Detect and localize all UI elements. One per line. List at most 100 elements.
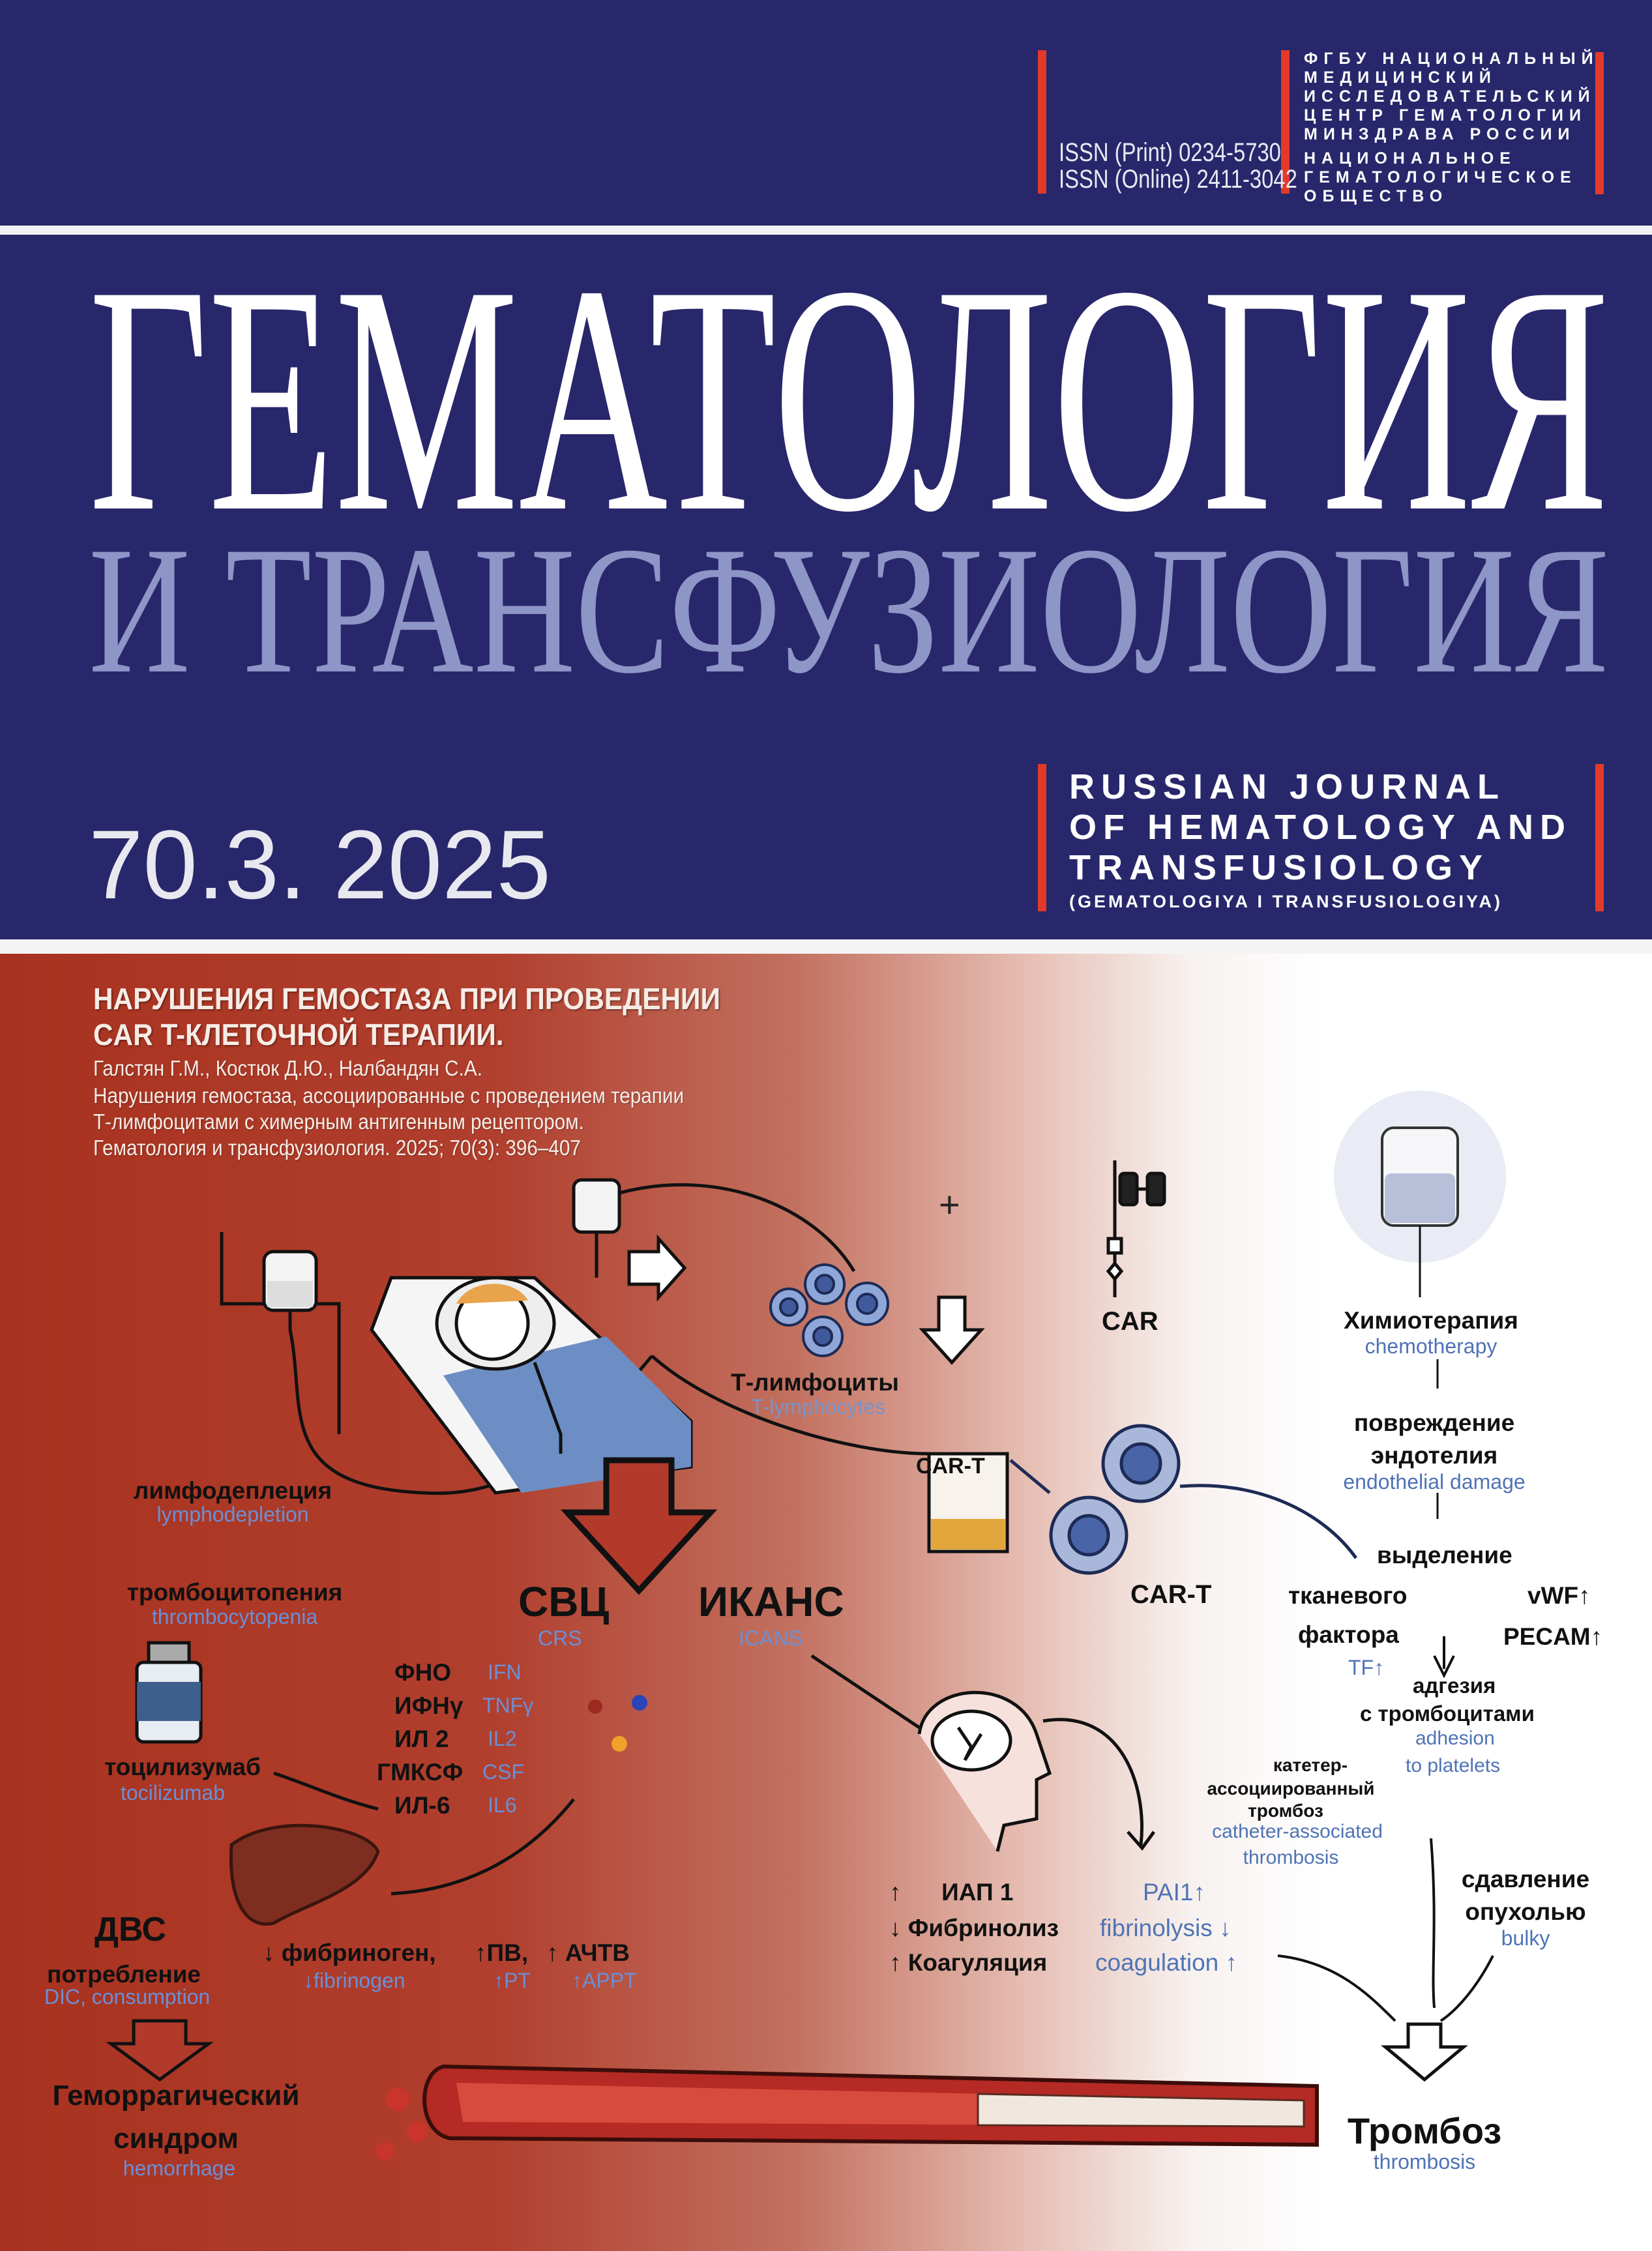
aptt-label: ↑ АЧТВ [546, 1939, 630, 1966]
patient-in-bed-illustration [370, 1276, 693, 1495]
masthead-band [0, 0, 1652, 939]
lymphodepletion-en: lymphodepletion [156, 1503, 309, 1526]
endothelial-damage-label: повреждение [1353, 1409, 1515, 1436]
thrombocytopenia-label: тромбоцитопения [126, 1579, 343, 1606]
cytokine-dot [612, 1736, 627, 1752]
car-t-cells [1009, 1424, 1358, 1575]
lymphodepletion-label: лимфодеплеция [133, 1477, 332, 1504]
tocilizumab-bottle-icon [135, 1641, 379, 1811]
cytokine-ru: ФНО [394, 1659, 452, 1686]
english-title-transliteration: (GEMATOLOGIYA I TRANSFUSIOLOGIYA) [1069, 892, 1503, 911]
fibrinolysis-label: ↓ Фибринолиз [889, 1915, 1059, 1941]
pai-label: ↑ ИАП 1 [889, 1879, 1014, 1905]
vwf-label: vWF↑ [1527, 1582, 1591, 1609]
chemotherapy-label: Химиотерапия [1344, 1307, 1518, 1334]
pai-en: PAI1↑ [1143, 1879, 1205, 1905]
hemorrhage-label: синдром [113, 2123, 239, 2155]
tissue-factor-label: фактора [1298, 1621, 1399, 1648]
coagulation-en: coagulation ↑ [1095, 1949, 1238, 1976]
cytokine-dot [632, 1695, 647, 1711]
journal-title-line2: И ТРАНСФУЗИОЛОГИЯ [89, 508, 1609, 711]
adhesion-label: с тромбоцитами [1360, 1701, 1535, 1726]
accent-bar [1038, 50, 1046, 194]
tissue-factor-label: выделение [1377, 1542, 1512, 1568]
article-citation-line: Нарушения гемостаза, ассоциированные с п… [93, 1083, 685, 1108]
dic-label: ДВС [94, 1911, 167, 1949]
publisher-line: ФГБУ НАЦИОНАЛЬНЫЙ [1304, 50, 1599, 68]
t-lymphocytes-en: T-lymphocytes [750, 1395, 886, 1419]
coagulation-label: ↑ Коагуляция [889, 1949, 1048, 1976]
publisher-line: ЦЕНТР ГЕМАТОЛОГИИ [1304, 106, 1587, 125]
bulky-label: опухолью [1465, 1898, 1586, 1925]
brain-head-icon [810, 1654, 1156, 1852]
issn-print: ISSN (Print) 0234-5730 [1059, 138, 1281, 167]
cytokine-ru: ГМКСФ [377, 1759, 464, 1786]
article-citation-line: Гематология и трансфузиология. 2025; 70(… [93, 1136, 581, 1160]
cytokine-dot [588, 1699, 602, 1714]
pecam-label: PECAM↑ [1503, 1623, 1603, 1650]
thrombosis-en: thrombosis [1373, 2150, 1476, 2173]
icans-en: ICANS [739, 1626, 803, 1650]
crs-en: CRS [538, 1626, 582, 1650]
english-title-line: RUSSIAN JOURNAL [1069, 767, 1506, 806]
liver-icon [229, 1823, 380, 1926]
t-lymphocytes-label: Т-лимфоциты [731, 1369, 899, 1396]
aptt-en: ↑APPT [572, 1969, 637, 1992]
society-line: ОБЩЕСТВО [1304, 187, 1449, 205]
crs-label: СВЦ [518, 1578, 610, 1625]
accent-bar [1281, 50, 1290, 194]
t-lymphocyte-cells [769, 1263, 889, 1357]
catheter-thrombosis-label: катетер- [1273, 1755, 1348, 1775]
hemorrhage-label: Геморрагический [52, 2080, 300, 2111]
thrombosis-label: Тромбоз [1347, 2110, 1502, 2151]
endothelial-damage-en: endothelial damage [1343, 1470, 1526, 1493]
cytokine-ru: ИЛ-6 [394, 1792, 450, 1819]
accent-bar [1038, 764, 1046, 911]
article-title-line: CAR T-КЛЕТОЧНОЙ ТЕРАПИИ. [93, 1018, 504, 1052]
car-construct-icon [1106, 1160, 1166, 1297]
journal-title-line1: ГЕМАТОЛОГИЯ [89, 218, 1609, 580]
pt-en: ↑PT [494, 1969, 531, 1992]
fibrinogen-en: ↓fibrinogen [303, 1969, 406, 1992]
tocilizumab-label: тоцилизумаб [104, 1754, 261, 1780]
accent-bar [1595, 764, 1604, 911]
fibrinolysis-en: fibrinolysis ↓ [1100, 1915, 1232, 1941]
car-t-label: CAR-T [1130, 1580, 1212, 1609]
cytokine-ru: ИЛ 2 [394, 1726, 449, 1752]
catheter-thrombosis-label: ассоциированный [1207, 1778, 1375, 1799]
article-authors: Галстян Г.М., Костюк Д.Ю., Налбандян С.А… [93, 1056, 482, 1080]
english-title-line: TRANSFUSIOLOGY [1069, 848, 1490, 887]
adhesion-en: to platelets [1406, 1755, 1501, 1776]
cytokine-en: IL6 [488, 1793, 517, 1817]
arrow-right-icon [627, 1234, 687, 1302]
masthead-title: ГЕМАТОЛОГИЯ И ТРАНСФУЗИОЛОГИЯ [89, 218, 1609, 711]
arrow-down-icon [106, 2019, 214, 2082]
bulky-label: сдавление [1461, 1866, 1590, 1892]
english-title-line: OF HEMATOLOGY AND [1069, 808, 1572, 847]
article-citation-line: Т-лимфоцитами с химерным антигенным реце… [93, 1110, 584, 1134]
endothelial-damage-label: эндотелия [1370, 1442, 1498, 1469]
divider [0, 939, 1652, 954]
publisher-line: МИНЗДРАВА РОССИИ [1304, 125, 1576, 143]
consumption-label: потребление [46, 1961, 201, 1988]
car-t-bag-icon [651, 1355, 1009, 1553]
arrow-down-icon [1381, 2022, 1468, 2082]
flow-arrow [391, 1798, 575, 1896]
tocilizumab-en: tocilizumab [120, 1781, 226, 1804]
cytokine-ru: ИФНγ [394, 1692, 464, 1719]
bulky-en: bulky [1501, 1926, 1550, 1950]
article-title-line: НАРУШЕНИЯ ГЕМОСТАЗА ПРИ ПРОВЕДЕНИИ [93, 982, 720, 1016]
arrow-down-icon [560, 1457, 718, 1595]
catheter-thrombosis-label: тромбоз [1248, 1801, 1323, 1821]
issue-number: 70.3. 2025 [89, 810, 551, 919]
flow-arrow [595, 1183, 856, 1278]
catheter-thrombosis-en: catheter-associated [1212, 1821, 1383, 1842]
cytokine-en: IFN [488, 1660, 522, 1684]
divider [0, 226, 1652, 235]
catheter-thrombosis-en: thrombosis [1243, 1847, 1339, 1868]
icans-label: ИКАНС [698, 1578, 844, 1625]
adhesion-en: adhesion [1415, 1728, 1495, 1749]
blood-vessel-illustration [376, 2064, 1319, 2160]
arrow-down-icon [919, 1295, 985, 1365]
